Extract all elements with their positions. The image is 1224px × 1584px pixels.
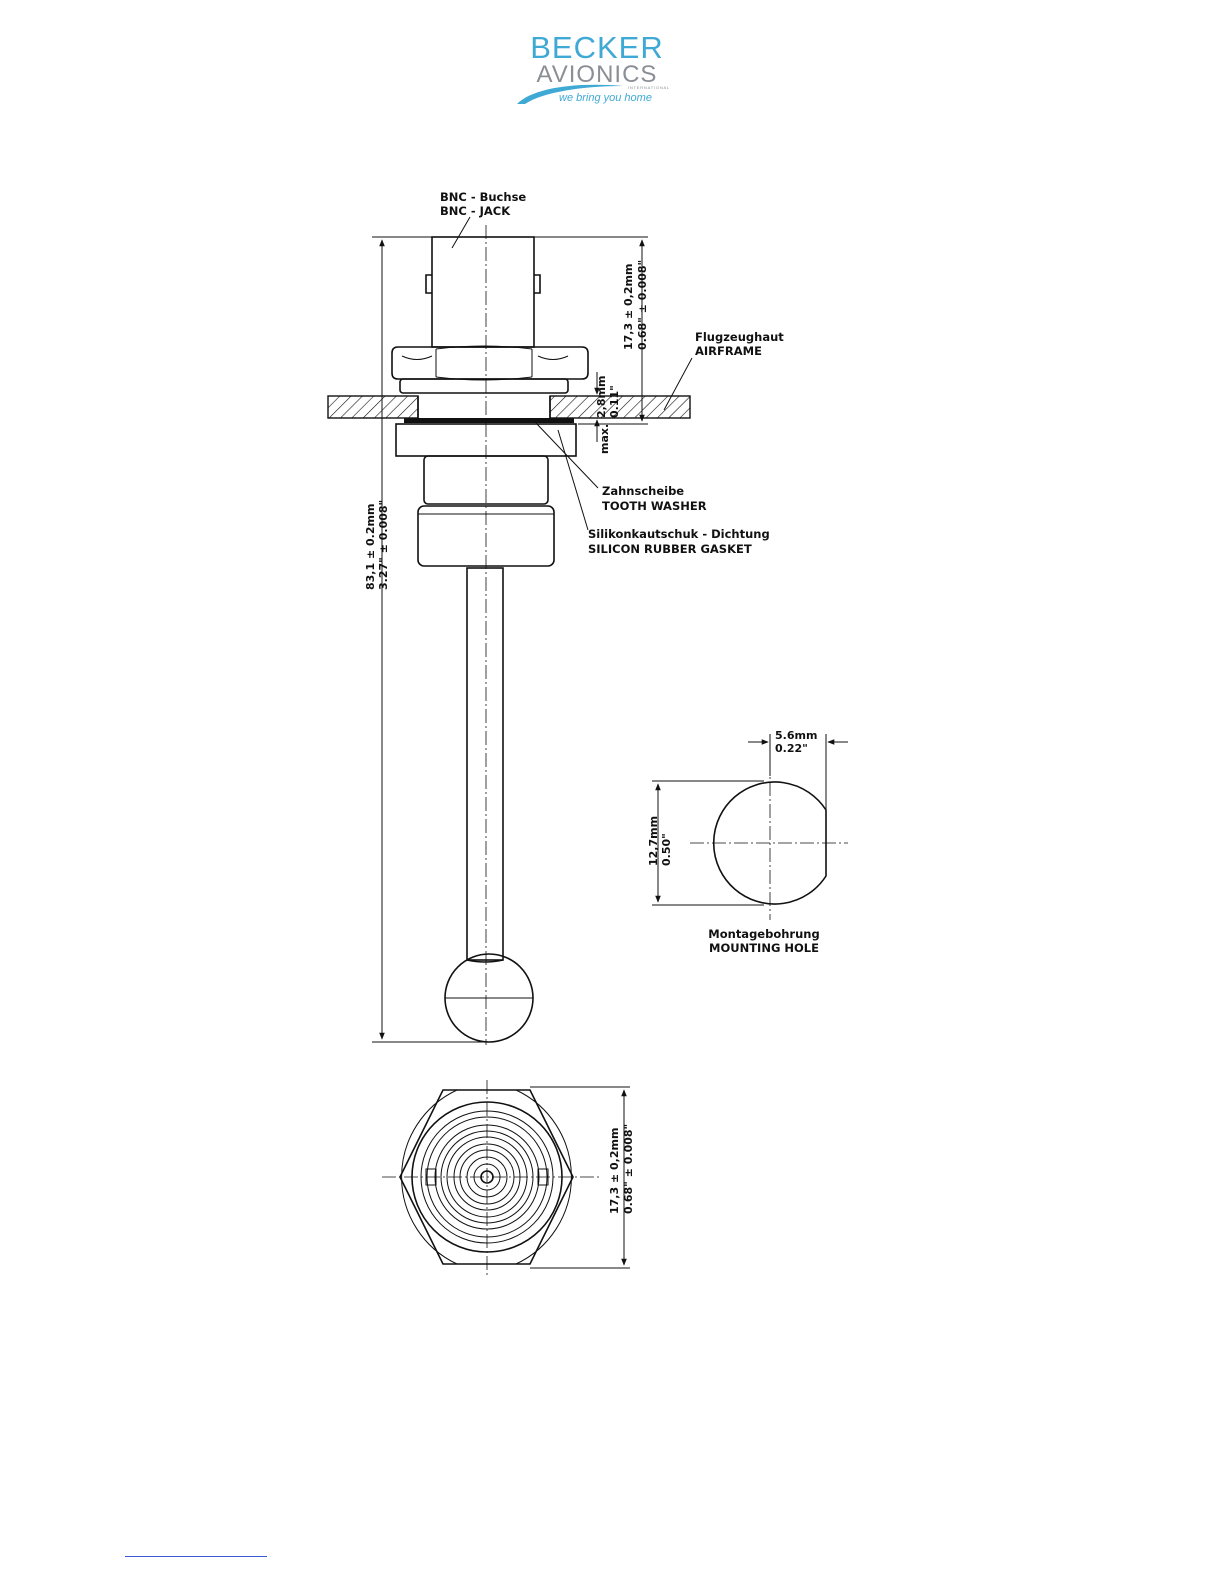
logo-line2: AVIONICS bbox=[537, 61, 658, 88]
footer-link-underline[interactable] bbox=[125, 1556, 267, 1557]
tooth-washer bbox=[404, 418, 574, 423]
hole-label-en: MOUNTING HOLE bbox=[709, 941, 819, 955]
logo-swoosh bbox=[517, 84, 623, 104]
flat-washer bbox=[399, 378, 569, 394]
flat-width-in: 0.22" bbox=[775, 742, 808, 755]
bayonet-pin-right bbox=[534, 274, 541, 294]
logo-line3: INTERNATIONAL bbox=[628, 85, 670, 90]
flat-width-mm: 5.6mm bbox=[775, 729, 817, 742]
airframe-label-de: Flugzeughaut bbox=[695, 330, 784, 344]
side-view bbox=[327, 216, 693, 1045]
airframe-skin bbox=[327, 395, 691, 419]
gasket-label-en: SILICON RUBBER GASKET bbox=[588, 542, 752, 556]
hole-label-de: Montagebohrung bbox=[708, 927, 819, 941]
top-view bbox=[382, 1080, 630, 1276]
hole-diameter-mm: 12,7mm bbox=[647, 816, 660, 866]
gasket-label-de: Silikonkautschuk - Dichtung bbox=[588, 527, 770, 541]
bnc-label-en: BNC - JACK bbox=[440, 204, 511, 218]
wall-max: max. bbox=[598, 424, 611, 454]
nut-width-in: 0.68" ± 0.008" bbox=[622, 1124, 635, 1214]
hole-diameter-in: 0.50" bbox=[660, 833, 673, 866]
wall-mm: 2,8mm bbox=[595, 376, 608, 418]
airframe-label-en: AIRFRAME bbox=[695, 344, 762, 358]
logo-tagline: we bring you home bbox=[559, 92, 652, 104]
bnc-jack-body bbox=[431, 236, 535, 348]
nut-width-mm: 17,3 ± 0,2mm bbox=[608, 1128, 621, 1214]
total-height-mm: 83,1 ± 0.2mm bbox=[364, 504, 377, 590]
antenna-rod bbox=[466, 567, 504, 961]
total-height-in: 3.27" ± 0.008" bbox=[377, 500, 390, 590]
logo-line1: BECKER bbox=[530, 30, 663, 65]
washer-label-de: Zahnscheibe bbox=[602, 484, 684, 498]
becker-avionics-logo: BECKER AVIONICS INTERNATIONAL we bring y… bbox=[517, 30, 670, 104]
washer-label-en: TOOTH WASHER bbox=[602, 499, 707, 513]
mounting-hole-view bbox=[652, 734, 848, 920]
wall-in: 0.11" bbox=[608, 385, 621, 418]
bnc-label-de: BNC - Buchse bbox=[440, 190, 526, 204]
hex-nut bbox=[391, 345, 589, 381]
top-height-mm: 17,3 ± 0,2mm bbox=[622, 264, 635, 350]
bayonet-pin-left bbox=[425, 274, 432, 294]
top-height-in: 0.68" ± 0.008" bbox=[636, 260, 649, 350]
mounting-hole-outline bbox=[712, 781, 827, 905]
